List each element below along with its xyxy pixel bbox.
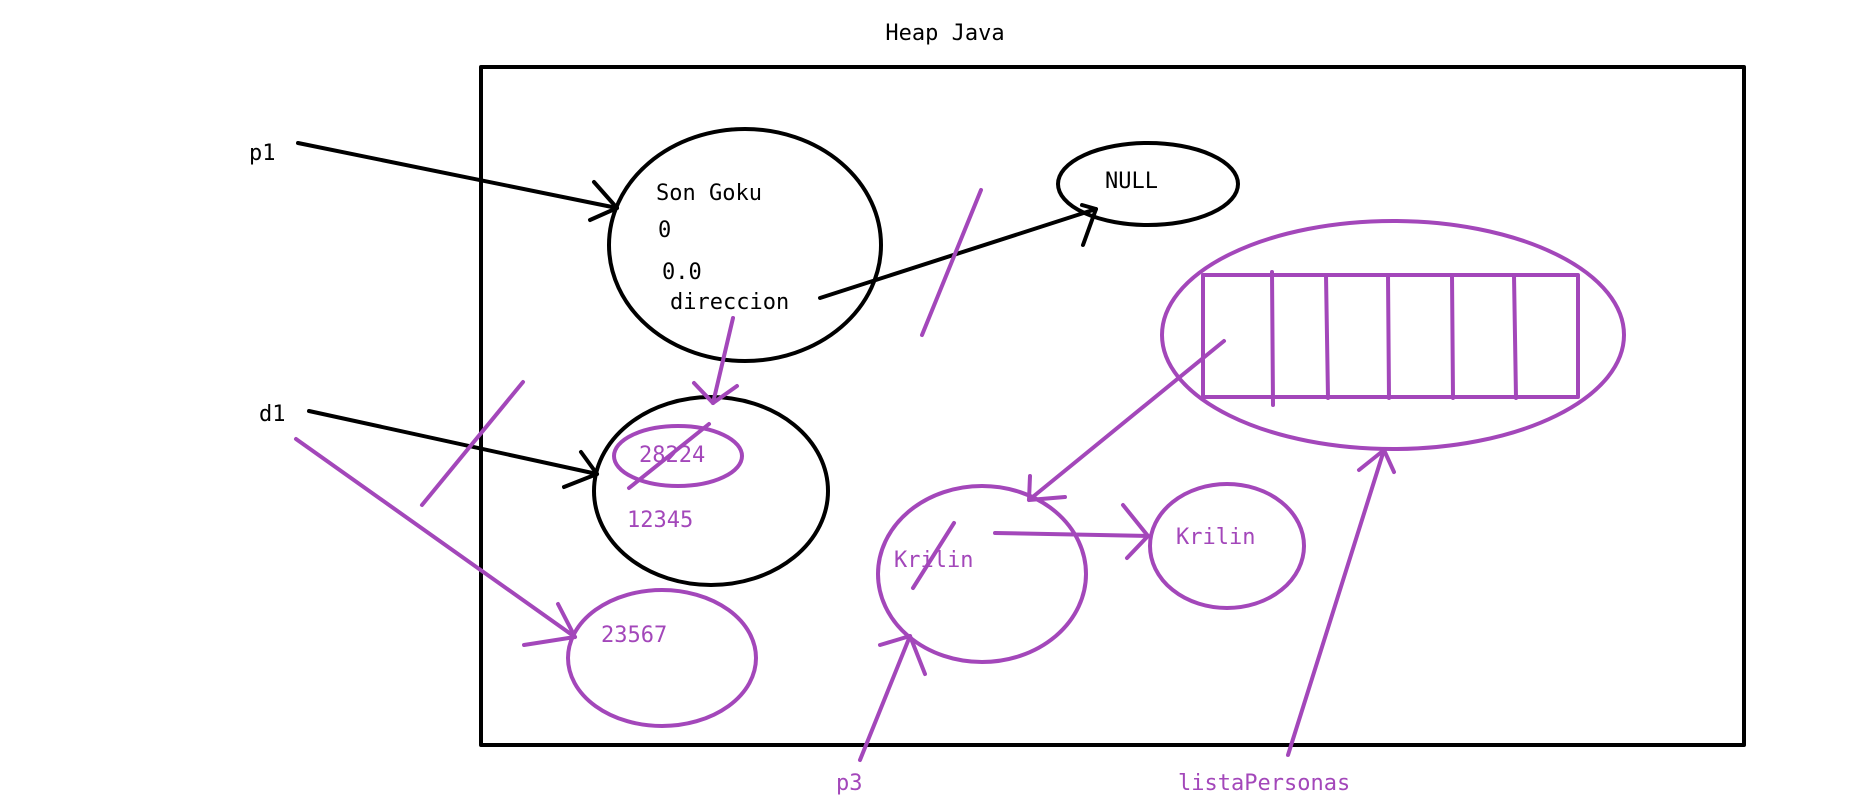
direccion-new-value: 12345	[627, 508, 693, 533]
persona-edad: 0	[658, 218, 671, 243]
arrow-direccion-field-to-object	[692, 316, 739, 405]
arrow-d1-to-direccion-2	[294, 437, 577, 647]
arrow-krilin-to-krilin-2	[993, 503, 1150, 560]
persona-object-ellipse	[607, 127, 883, 363]
heap-title: Heap Java	[885, 21, 1004, 46]
krilin-object: Krilin	[876, 484, 1088, 664]
lista-slot-divider	[1270, 270, 1275, 407]
direccion-object-2-ellipse	[566, 588, 758, 728]
lista-slot-divider	[1512, 273, 1518, 400]
arrow-d1-to-direccion	[307, 409, 599, 489]
arrow-direccion-to-null	[818, 203, 1098, 300]
direccion-2-value: 23567	[601, 623, 667, 648]
null-object-ellipse	[1056, 141, 1240, 227]
ref-d1: d1	[259, 402, 286, 427]
direccion-object-2: 23567	[566, 588, 758, 728]
direccion-object: 28224 12345	[592, 395, 830, 587]
lista-slot-divider	[1324, 273, 1330, 400]
old-value-ellipse	[612, 424, 744, 488]
ref-p1: p1	[249, 141, 276, 166]
arrow-p3-to-krilin	[858, 634, 927, 762]
krilin-2-label: Krilin	[1176, 525, 1255, 550]
ref-listapersonas: listaPersonas	[1178, 771, 1350, 796]
direccion-object-ellipse	[592, 395, 830, 587]
null-label: NULL	[1105, 169, 1158, 194]
heap-frame	[479, 65, 1746, 747]
persona-object: Son Goku 0 0.0 direccion	[607, 127, 883, 363]
ref-p3: p3	[836, 771, 863, 796]
strike-krilin-field	[911, 521, 956, 590]
strike-old-value	[627, 422, 711, 490]
strike-direccion-null	[920, 188, 983, 337]
lista-object	[1160, 219, 1626, 451]
arrow-lista-to-krilin	[1027, 339, 1226, 502]
krilin-object-2: Krilin	[1148, 482, 1306, 610]
lista-object-ellipse	[1160, 219, 1626, 451]
persona-saldo: 0.0	[662, 260, 702, 285]
arrow-listapersonas-to-lista	[1286, 448, 1396, 757]
lista-slot-divider	[1450, 273, 1455, 400]
lista-slot-divider	[1386, 273, 1391, 400]
krilin-object-2-ellipse	[1148, 482, 1306, 610]
krilin-object-ellipse	[876, 484, 1088, 664]
strike-d1-arrow	[420, 380, 525, 507]
persona-direccion-field: direccion	[670, 290, 789, 315]
persona-nombre: Son Goku	[656, 181, 762, 206]
arrow-p1-to-persona	[296, 141, 619, 222]
null-object: NULL	[1056, 141, 1240, 227]
